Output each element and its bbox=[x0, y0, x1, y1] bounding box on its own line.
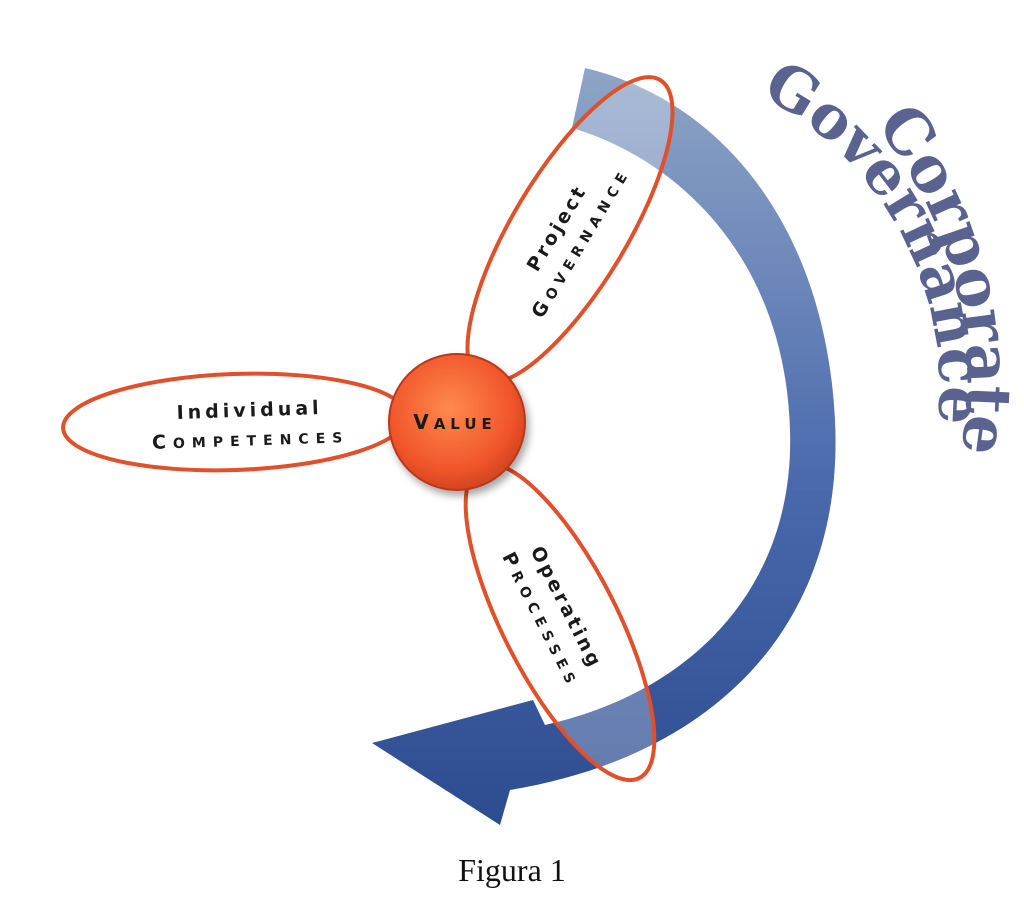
value-hub-label: VALUE bbox=[413, 410, 497, 434]
figure-caption: Figura 1 bbox=[458, 852, 566, 888]
value-hub bbox=[388, 353, 526, 491]
petal-individual-line1: Individual bbox=[176, 397, 323, 424]
corporate-governance-arrow bbox=[372, 68, 836, 825]
petal-individual-competences bbox=[61, 371, 409, 473]
petal-individual-line2: COMPETENCES bbox=[152, 425, 350, 454]
